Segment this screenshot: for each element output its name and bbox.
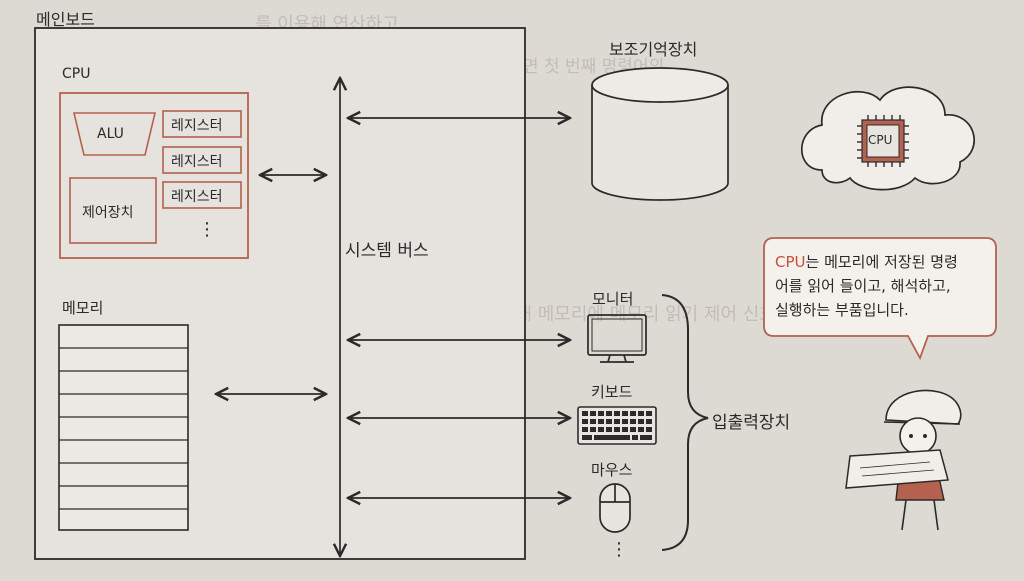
register-box-1 — [162, 110, 242, 138]
bubble-line3: 실행하는 부품입니다. — [775, 301, 909, 319]
cpu-block: ⋮ — [59, 92, 249, 259]
bubble-highlight: CPU — [775, 253, 806, 271]
io-device-label: 입출력장치 — [712, 413, 791, 433]
mouse-label: 마우스 — [591, 461, 633, 479]
cloud-cpu-label: CPU — [868, 133, 893, 147]
control-unit-label: 제어장치 — [82, 205, 134, 221]
bubble-line1-rest: 는 메모리에 저장된 명령 — [805, 253, 958, 271]
control-unit-box — [69, 177, 157, 244]
cpu-label: CPU — [62, 66, 91, 82]
system-bus-label: 시스템 버스 — [345, 241, 429, 261]
keyboard-icon — [577, 406, 657, 445]
register-label-3: 레지스터 — [171, 189, 223, 205]
bubble-line2: 어를 읽어 들이고, 해석하고, — [775, 277, 951, 295]
memory-block — [58, 324, 189, 531]
alu-shape — [72, 112, 157, 156]
storage-cylinder-icon — [591, 67, 729, 201]
monitor-icon — [587, 314, 647, 363]
io-brace — [661, 294, 709, 551]
mouse-icon — [599, 483, 631, 533]
register-box-3 — [162, 181, 242, 209]
alu-label: ALU — [97, 126, 124, 142]
cloud-cpu-icon — [800, 86, 976, 191]
io-more-dots: ⋮ — [610, 539, 628, 560]
keyboard-label: 키보드 — [591, 383, 633, 401]
mainboard-label: 메인보드 — [36, 10, 95, 29]
register-label-2: 레지스터 — [171, 154, 223, 170]
register-box-2 — [162, 146, 242, 174]
register-more-dots: ⋮ — [198, 219, 216, 240]
memory-label: 메모리 — [62, 299, 104, 317]
monitor-label: 모니터 — [592, 290, 634, 308]
speech-bubble-text: CPU는 메모리에 저장된 명령 어를 읽어 들이고, 해석하고, 실행하는 부… — [775, 250, 990, 322]
storage-label: 보조기억장치 — [609, 40, 698, 59]
speech-bubble — [763, 237, 997, 361]
register-label-1: 레지스터 — [171, 118, 223, 134]
worker-character-illustration — [845, 389, 962, 531]
